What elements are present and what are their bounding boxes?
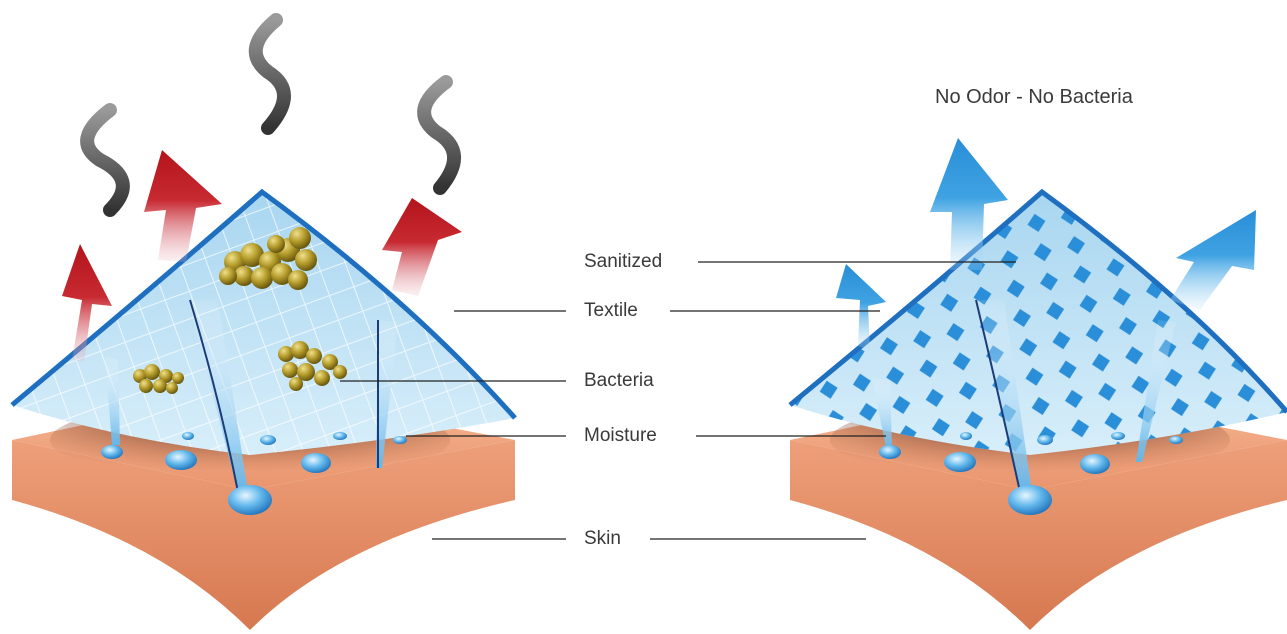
smoke-swirl (87, 110, 123, 210)
droplet (1169, 436, 1183, 444)
label-moisture: Moisture (584, 425, 657, 447)
droplet (1008, 485, 1052, 515)
odor-arrow (382, 198, 462, 296)
label-textile: Textile (584, 300, 638, 322)
droplet (101, 445, 123, 459)
odor-smoke (87, 20, 454, 210)
right-scene (790, 138, 1287, 630)
smoke-swirl (256, 20, 284, 128)
label-bacteria: Bacteria (584, 370, 654, 392)
droplet (228, 485, 272, 515)
label-skin: Skin (584, 528, 621, 550)
droplet (333, 432, 347, 440)
droplet (1037, 435, 1053, 445)
droplet (879, 445, 901, 459)
droplet (1111, 432, 1125, 440)
smoke-swirl (424, 82, 454, 188)
droplet (182, 432, 194, 440)
label-sanitized: Sanitized (584, 251, 662, 273)
clean-arrow (1170, 210, 1256, 310)
droplet (165, 450, 197, 470)
droplet (301, 453, 331, 473)
droplet (260, 435, 276, 445)
droplet (944, 452, 976, 472)
droplet (393, 436, 407, 444)
droplet (960, 432, 972, 440)
diagram-title: No Odor - No Bacteria (935, 86, 1133, 109)
droplet (1080, 454, 1110, 474)
